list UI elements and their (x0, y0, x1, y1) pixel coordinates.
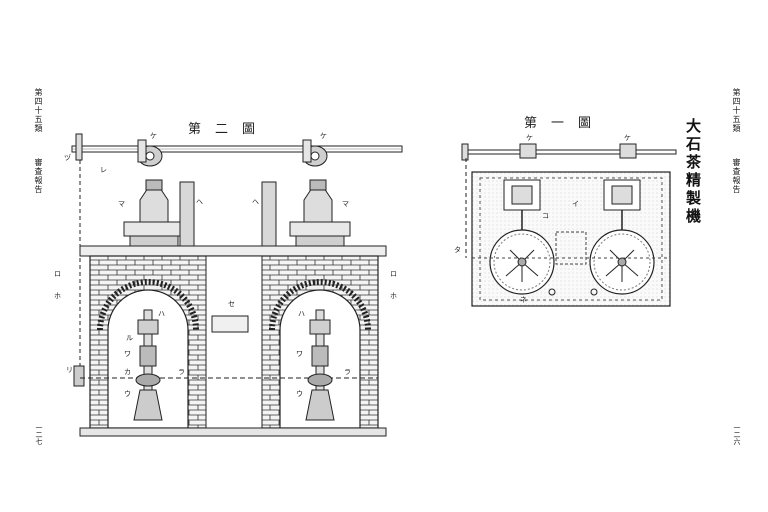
fig2-top-shaft (71, 133, 403, 167)
fig1-right-unit (589, 179, 655, 295)
fig2-label-wa-left: ワ (124, 350, 131, 358)
fig2-label-ho-right: ホ (390, 292, 397, 300)
fig1-label-ta: タ (454, 245, 461, 254)
fig2-label-ra-right: ラ (344, 368, 351, 376)
figure-one-title: 第一圖 (524, 116, 606, 131)
fig2-right-top-mechanism (289, 179, 351, 247)
left-volume-header: 第四十五類 (34, 88, 43, 133)
fig1-label-ko: コ (542, 212, 549, 220)
fig2-label-ka: カ (124, 368, 131, 376)
fig2-label-ho-left: ホ (54, 292, 61, 300)
figure-two-drawing (71, 133, 403, 437)
fig2-label-ma-right: マ (342, 200, 349, 208)
fig2-right-chimney (261, 181, 277, 249)
fig1-label-ke-right: ケ (624, 134, 631, 142)
fig2-left-spindle (133, 309, 163, 421)
fig2-label-ro-right: ロ (390, 270, 397, 278)
left-category-header: 審査報告 (34, 158, 43, 194)
right-category-header: 審査報告 (732, 158, 741, 194)
figure-one-drawing (461, 143, 677, 307)
fig2-label-he-left: ヘ (196, 198, 203, 206)
fig1-label-ne: ネ (520, 296, 527, 304)
fig2-label-se: セ (228, 300, 235, 308)
fig1-left-unit (489, 179, 555, 295)
fig2-door-plate (211, 315, 249, 333)
left-page-number: 一二七 (35, 424, 43, 445)
figure-two-title: 第二圖 (188, 122, 270, 137)
fig1-label-i: イ (572, 200, 579, 208)
right-volume-header: 第四十五類 (732, 88, 741, 133)
fig2-label-ha-right: ハ (298, 310, 305, 318)
fig2-label-u-left: ウ (124, 390, 131, 398)
fig2-label-ha-left: ハ (158, 310, 165, 318)
fig2-label-ro-left: ロ (54, 270, 61, 278)
fig2-left-top-mechanism (123, 179, 185, 247)
fig2-label-u-right: ウ (296, 390, 303, 398)
fig2-label-re: レ (100, 166, 107, 174)
fig2-label-he-right: ヘ (252, 198, 259, 206)
fig2-right-spindle (305, 309, 335, 421)
fig2-label-ri: リ (66, 366, 73, 374)
machine-title: 大石茶精製機 (684, 118, 702, 226)
fig2-label-zu: ヅ (64, 154, 71, 162)
fig2-label-ra-left: ラ (178, 368, 185, 376)
fig2-label-top-left: ケ (150, 132, 157, 140)
fig2-left-chimney (179, 181, 195, 249)
fig1-label-ke-left: ケ (526, 134, 533, 142)
fig2-label-wa-right: ワ (296, 350, 303, 358)
fig1-top-shaft (461, 143, 677, 161)
fig2-label-ma-left: マ (118, 200, 125, 208)
right-page-number: 一二六 (733, 424, 741, 445)
fig2-label-ru: ル (126, 334, 133, 342)
fig2-label-top-right: ケ (320, 132, 327, 140)
